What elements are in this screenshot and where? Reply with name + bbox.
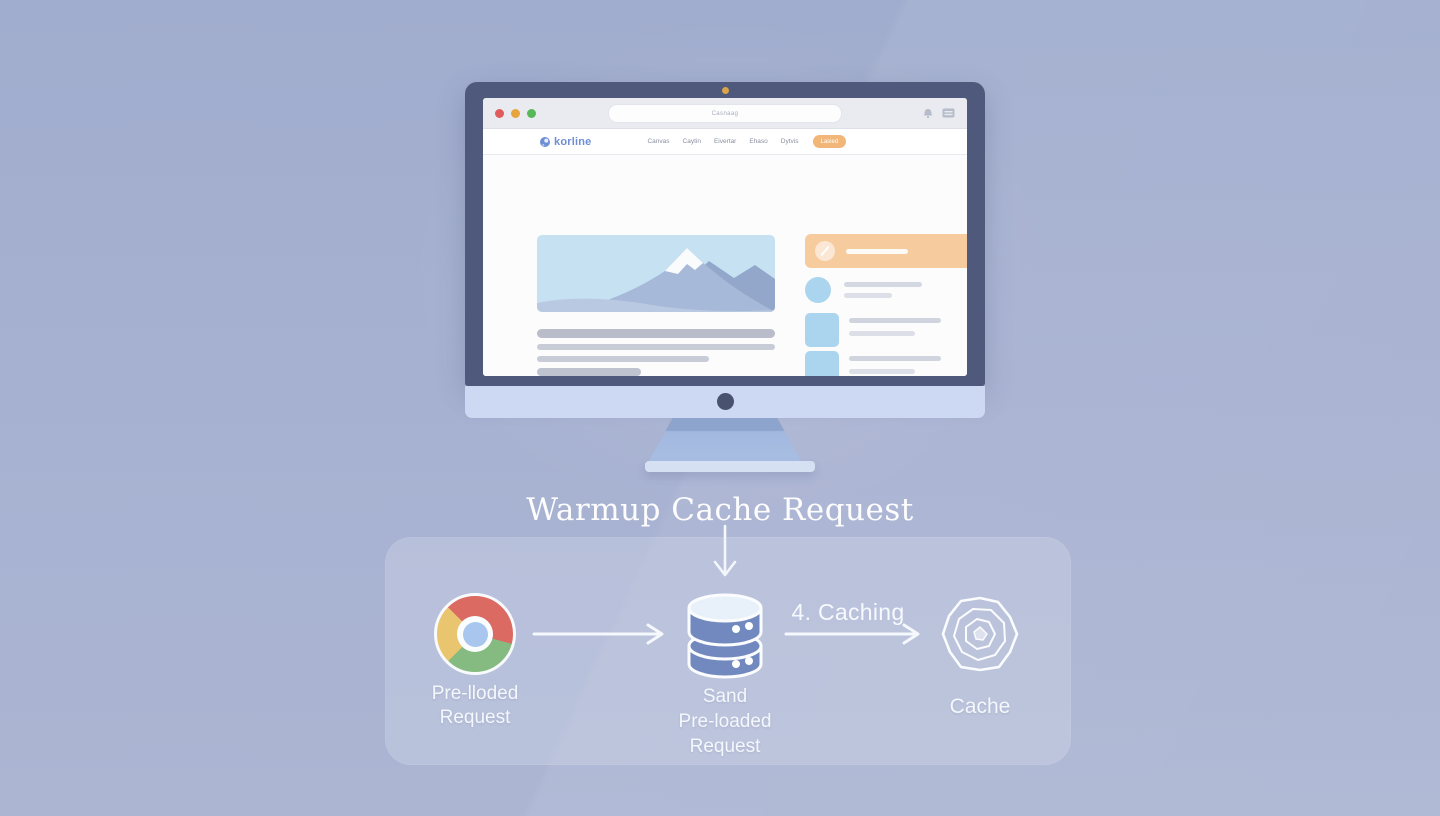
database-icon	[687, 593, 763, 679]
nav-link: Canvas	[647, 138, 670, 145]
nav-cta-button: Lasied	[812, 135, 847, 148]
nav-link: Ehaso	[749, 138, 768, 145]
site-logo: korline	[539, 136, 591, 148]
banner-text-placeholder	[846, 248, 908, 254]
browser-node-label: Pre-lloded Request	[431, 683, 519, 728]
monitor-camera-dot	[722, 87, 729, 94]
sidebar-text-placeholder	[849, 369, 915, 374]
nav-link: Dytvis	[780, 138, 799, 145]
monitor-stand	[648, 418, 802, 463]
webpage-content	[483, 155, 967, 376]
cache-node-label: Cache	[949, 695, 1011, 718]
sidebar-text-placeholder	[849, 356, 941, 361]
nav-link: Caytin	[682, 138, 701, 145]
sidebar-text-placeholder	[849, 318, 941, 323]
text-placeholder-line	[537, 329, 775, 338]
chrome-icon-center	[462, 621, 488, 647]
url-text: Casnaag	[711, 110, 739, 117]
toolbar-icons	[922, 108, 955, 119]
diagram-title: Warmup Cache Request	[526, 492, 914, 528]
traffic-light-green	[527, 108, 536, 118]
sidebar-avatar	[805, 277, 831, 303]
chrome-browser-icon	[434, 593, 516, 675]
logo-text: korline	[554, 135, 592, 148]
browser-toolbar: Casnaag	[483, 98, 967, 129]
banner-badge-icon	[815, 241, 835, 261]
flow-arrow-request	[532, 623, 664, 645]
traffic-light-red	[495, 108, 504, 118]
monitor-base	[645, 461, 815, 472]
text-placeholder-line	[537, 344, 775, 350]
monitor-logo-dot	[717, 393, 734, 410]
traffic-light-yellow	[511, 108, 520, 118]
caching-step-label: 4. Caching	[791, 599, 905, 625]
traffic-lights	[495, 108, 536, 118]
monitor-chin	[465, 386, 985, 418]
text-placeholder-line	[537, 356, 709, 362]
flow-arrow-caching	[784, 623, 920, 645]
server-node-label: Sand Pre-loaded Request	[678, 686, 772, 757]
down-arrow	[713, 524, 737, 577]
nav-links: Canvas Caytin Eivertar Ehaso Dytvis	[647, 138, 798, 145]
chrome-icon-ring	[457, 616, 493, 652]
sidebar-thumbnail	[805, 351, 839, 376]
text-placeholder-line	[537, 368, 641, 376]
cache-icon	[941, 596, 1019, 672]
hero-image	[537, 235, 775, 312]
nav-link: Eivertar	[713, 138, 737, 145]
url-bar: Casnaag	[608, 104, 842, 123]
bell-icon	[924, 108, 932, 118]
monitor-screen: Casnaag	[483, 98, 967, 376]
sidebar-promo-banner	[805, 234, 967, 268]
sidebar-thumbnail	[805, 313, 839, 347]
sidebar-text-placeholder	[844, 282, 922, 287]
mountain-graphic	[537, 248, 775, 312]
monitor-frame: Casnaag	[465, 82, 985, 386]
logo-icon	[540, 136, 550, 147]
grid-icon	[942, 108, 955, 118]
browser-navbar: korline Canvas Caytin Eivertar Ehaso Dyt…	[483, 129, 967, 155]
sidebar-text-placeholder	[849, 331, 915, 336]
sidebar-text-placeholder	[844, 293, 892, 298]
